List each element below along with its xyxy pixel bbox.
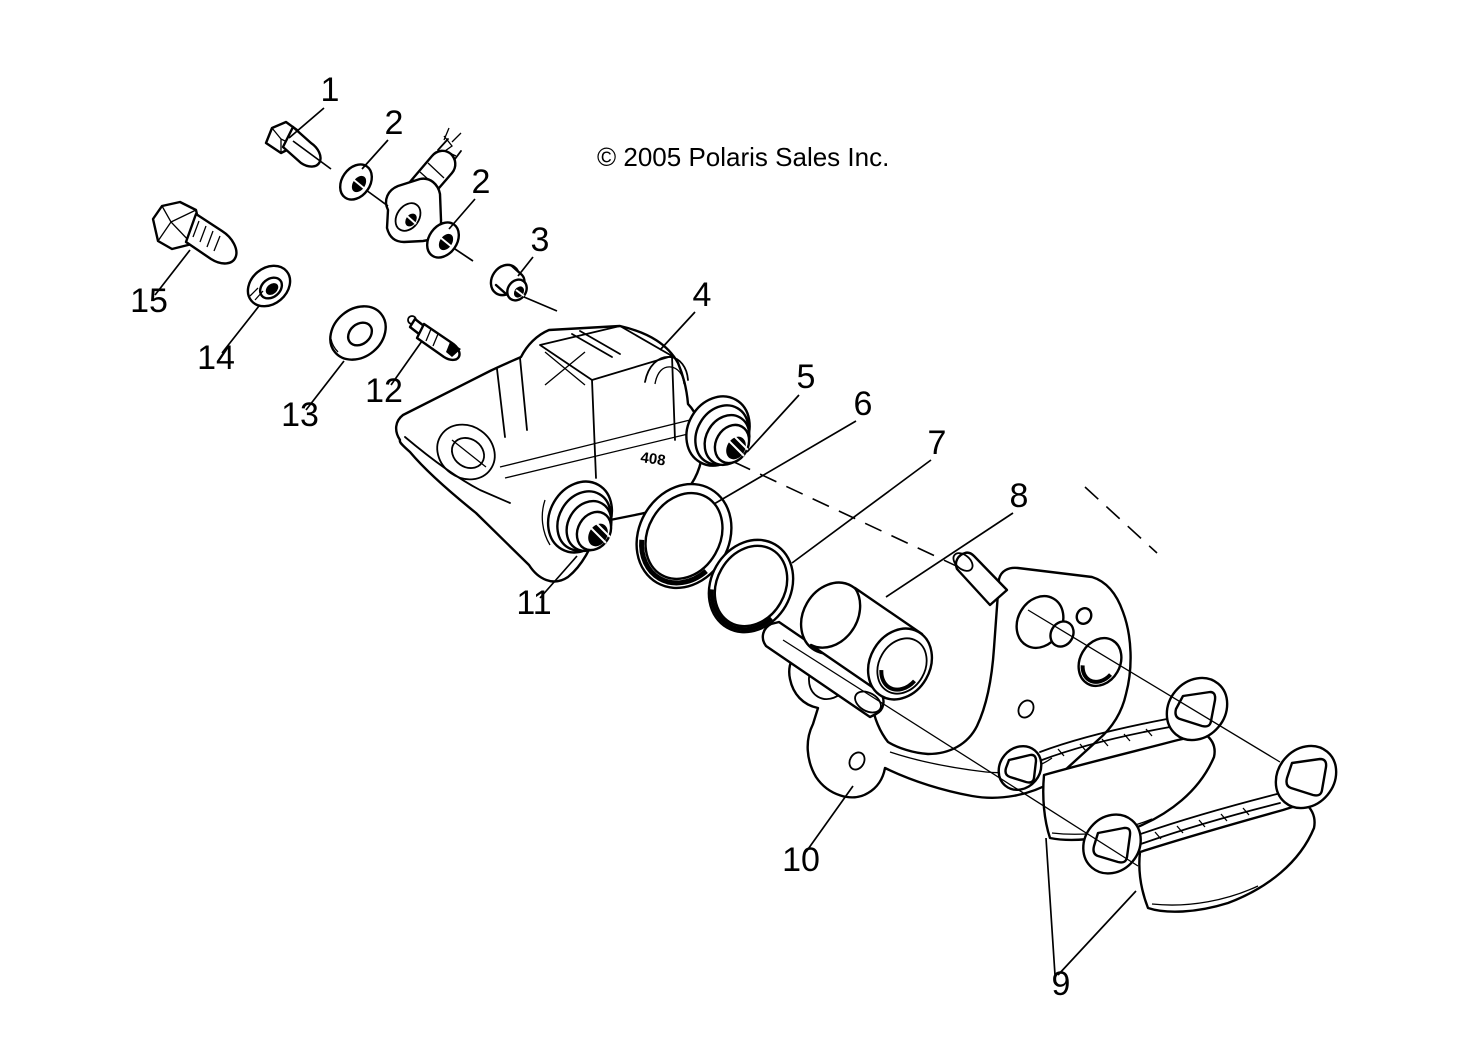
part-number-label-14: 14 bbox=[197, 339, 235, 377]
leader-4 bbox=[659, 311, 696, 351]
sealing-washer-upper bbox=[338, 163, 374, 201]
bushing-spacer bbox=[489, 263, 528, 302]
callout-leader-lines bbox=[154, 107, 1137, 976]
bracket-small-hole-right bbox=[1017, 699, 1035, 719]
leader-9 bbox=[1045, 837, 1137, 976]
leader-13 bbox=[305, 360, 345, 411]
pin-alignment-lines bbox=[782, 609, 1281, 867]
caliper-cast-marking: 408 bbox=[639, 449, 666, 469]
part-number-label-2: 2 bbox=[385, 104, 404, 142]
bracket-small-hole-left bbox=[848, 751, 866, 771]
copyright-text: © 2005 Polaris Sales Inc. bbox=[597, 142, 889, 172]
part-number-label-9: 9 bbox=[1052, 965, 1071, 1003]
leader-14 bbox=[221, 305, 260, 354]
part-number-label-15: 15 bbox=[130, 282, 168, 320]
leader-3 bbox=[517, 256, 558, 312]
upper-pin-axis-line bbox=[1027, 609, 1281, 763]
part-number-label-6: 6 bbox=[854, 385, 873, 423]
leader-10 bbox=[805, 785, 854, 853]
mounting-bracket bbox=[761, 551, 1132, 799]
bracket-slide-pin-upper bbox=[954, 551, 1009, 607]
part-number-label-1: 1 bbox=[321, 71, 340, 109]
mounting-bolt bbox=[151, 200, 238, 265]
caliper-piston bbox=[799, 581, 934, 701]
leader-6 bbox=[713, 420, 857, 505]
brake-line-fitting bbox=[384, 127, 462, 244]
leader-11 bbox=[539, 555, 578, 599]
o-ring bbox=[707, 538, 795, 634]
part-number-label-5: 5 bbox=[797, 358, 816, 396]
bleeder-screw bbox=[407, 315, 461, 362]
dust-boot-outer bbox=[685, 395, 751, 467]
part-number-label-8: 8 bbox=[1010, 477, 1029, 515]
leader-5 bbox=[746, 394, 800, 453]
sealing-washer-lower bbox=[425, 221, 461, 259]
bracket-mount-hole bbox=[1077, 636, 1123, 688]
part-number-label-2: 2 bbox=[472, 163, 491, 201]
banjo-bolt bbox=[264, 120, 322, 168]
part-number-label-12: 12 bbox=[365, 372, 403, 410]
leader-2b bbox=[448, 198, 476, 262]
lower-pin-axis-line bbox=[782, 639, 1139, 867]
leader-2a bbox=[361, 139, 389, 207]
caliper-body: 408 bbox=[395, 324, 705, 583]
part-number-label-4: 4 bbox=[693, 276, 712, 314]
dust-boot-inner bbox=[546, 480, 614, 554]
upper-axis-dashed-line bbox=[1084, 486, 1158, 554]
part-number-label-10: 10 bbox=[782, 841, 820, 879]
part-number-label-13: 13 bbox=[281, 396, 319, 434]
caliper-ear-hole bbox=[451, 437, 485, 469]
caliper-bore-arch bbox=[644, 356, 689, 383]
leader-15 bbox=[154, 249, 191, 296]
brake-pad-rear bbox=[1082, 744, 1338, 913]
flat-washer bbox=[329, 305, 387, 361]
leader-8 bbox=[885, 512, 1014, 598]
part-number-label-11: 11 bbox=[516, 584, 551, 622]
leader-12 bbox=[390, 340, 423, 386]
leader-7 bbox=[791, 459, 932, 564]
brake-pad-front bbox=[997, 676, 1229, 842]
part-number-label-3: 3 bbox=[531, 221, 550, 259]
leader-1 bbox=[288, 107, 332, 170]
part-number-label-7: 7 bbox=[928, 424, 947, 462]
caliper-ear-boss bbox=[436, 423, 496, 481]
lock-washer bbox=[246, 264, 292, 308]
piston-seal bbox=[635, 482, 733, 590]
